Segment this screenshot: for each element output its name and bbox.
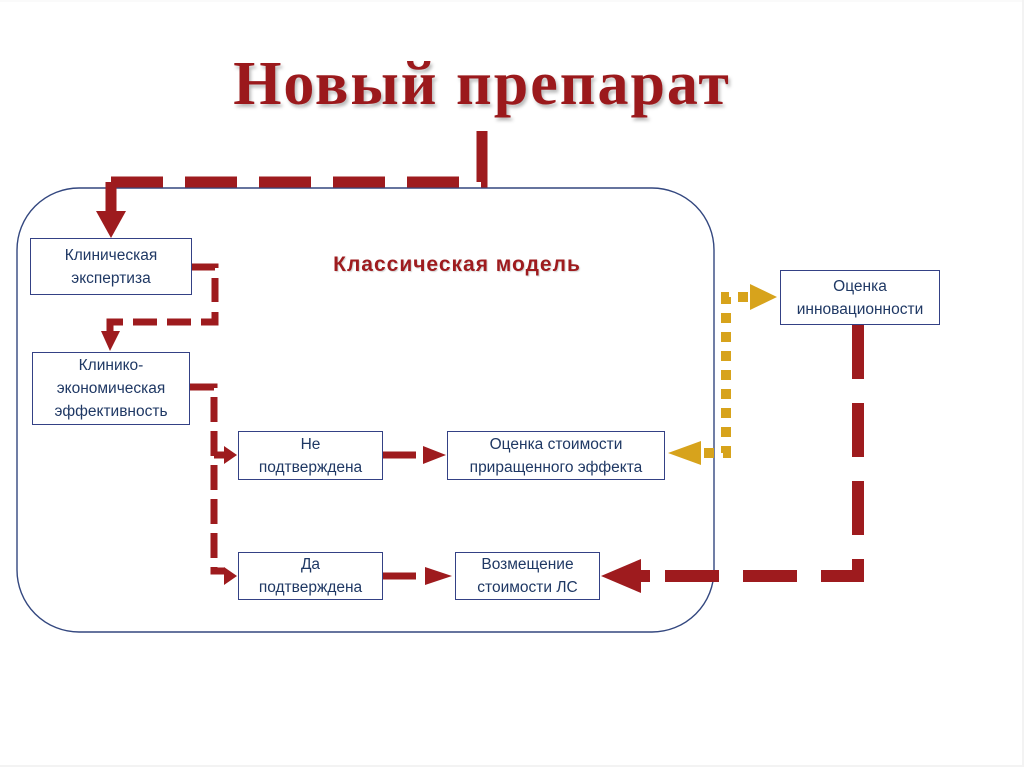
connector-innovation-to-reimburse <box>655 325 864 582</box>
arrowhead-into-clinical-expertise <box>96 211 126 238</box>
box-reimbursement: Возмещение стоимости ЛС <box>455 552 600 600</box>
arrowhead-into-reimburse-right <box>601 559 641 593</box>
arrowhead-into-not-confirmed <box>224 446 237 464</box>
arrowhead-into-reimburse-left <box>425 567 452 585</box>
box-clinical-economic-label: Клинико- экономическая эффективность <box>54 357 168 420</box>
box-clinical-economic-effectiveness: Клинико- экономическая эффективность <box>32 352 190 425</box>
arrowhead-into-confirmed <box>224 567 237 585</box>
box-not-confirmed: Не подтверждена <box>238 431 383 480</box>
box-not-confirmed-label: Не подтверждена <box>258 435 363 476</box>
connector-title-to-clinical <box>104 131 488 188</box>
connector-clinecon-branch <box>190 383 222 575</box>
box-confirmed: Да подтверждена <box>238 552 383 600</box>
box-innovation-assessment: Оценка инновационности <box>780 270 940 325</box>
box-incremental-cost-assessment: Оценка стоимости приращенного эффекта <box>447 431 665 480</box>
box-incremental-cost-label: Оценка стоимости приращенного эффекта <box>469 435 643 476</box>
process-container-outline <box>16 187 715 633</box>
arrowhead-gold-into-innovation <box>750 284 777 310</box>
box-reimbursement-label: Возмещение стоимости ЛС <box>477 556 578 596</box>
connector-clinical-to-clinecon <box>106 263 219 332</box>
arrowhead-into-clinecon <box>101 331 120 351</box>
box-clinical-expertise: Клиническая экспертиза <box>30 238 192 295</box>
section-label: Классическая модель <box>333 253 581 276</box>
arrowhead-gold-into-increment <box>668 441 701 465</box>
slide-title: Новый препарат <box>233 50 731 118</box>
box-confirmed-label: Да подтверждена <box>258 556 363 596</box>
box-innovation-label: Оценка инновационности <box>796 277 924 318</box>
box-clinical-expertise-label: Клиническая экспертиза <box>64 246 158 287</box>
arrowhead-into-increment <box>423 446 446 464</box>
connector-gold-increment-innovation <box>704 292 748 458</box>
